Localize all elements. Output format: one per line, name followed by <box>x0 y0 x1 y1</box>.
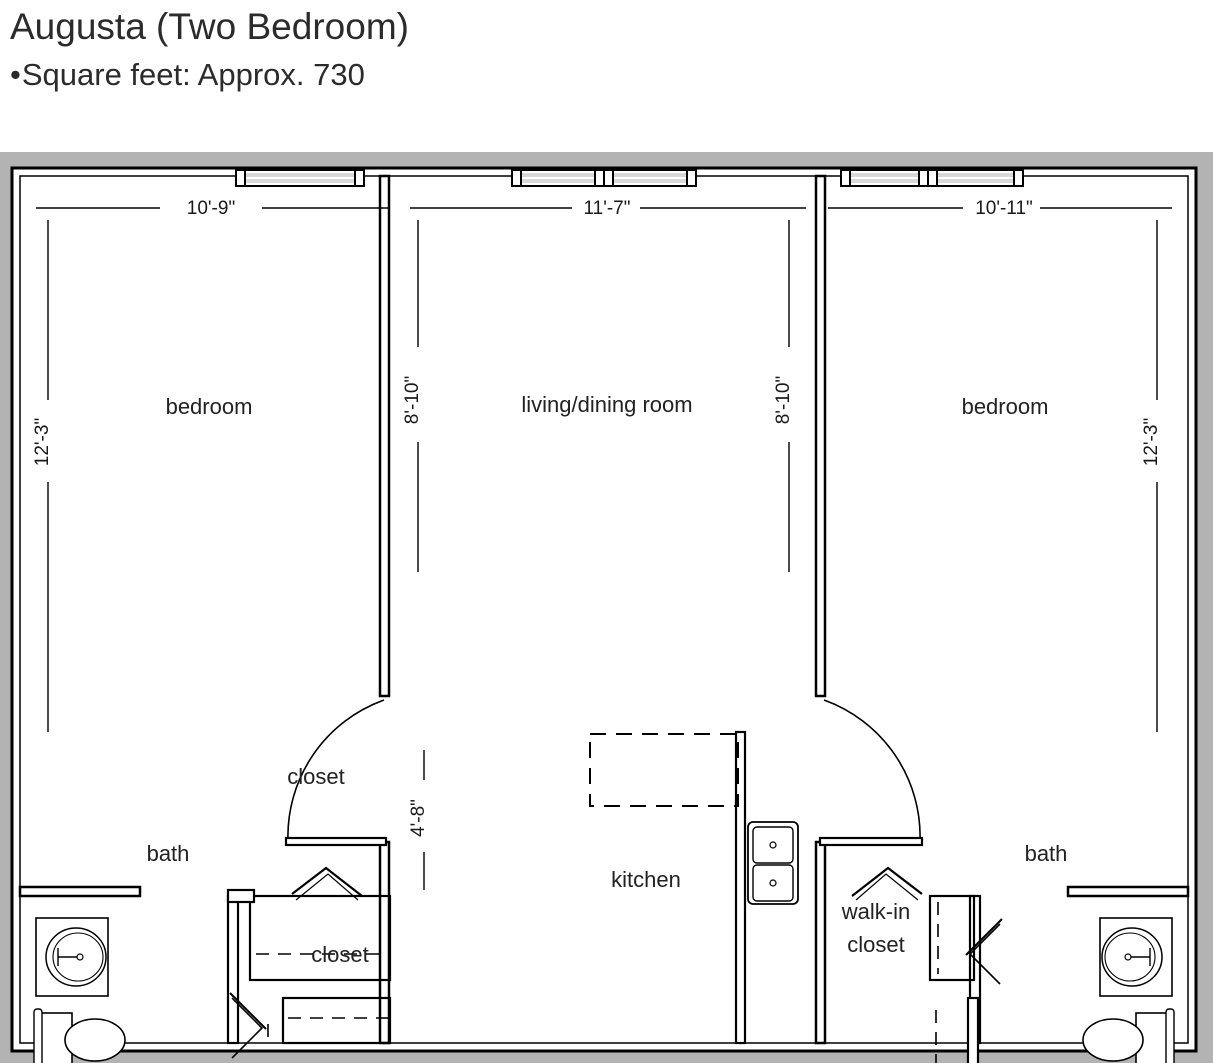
wall-bath-left-east <box>226 894 240 1045</box>
floor-plan-drawing: 10'-9" 11'-7" 10'-11" 12'-3" 8'- <box>0 152 1213 1063</box>
page-header: Augusta (Two Bedroom) •Square feet: Appr… <box>0 0 1213 150</box>
dimension-living-left-depth: 8'-10" <box>402 220 423 572</box>
wall-kitchen-east <box>734 730 747 1045</box>
room-label-living-dining: living/dining room <box>521 392 692 417</box>
bifold-door-closet-upper-right <box>851 866 923 901</box>
walk-in-closet-walls <box>928 894 976 1063</box>
window-top-left <box>235 169 365 187</box>
dimension-bedroom-right-width: 10'-11" <box>828 198 1172 219</box>
pantry-dashed-outline <box>589 733 739 807</box>
closet-upper-left-walls <box>248 894 392 982</box>
door-right-bedroom <box>818 699 924 847</box>
dimension-label: 10'-9" <box>187 198 235 219</box>
dimension-label: 11'-7" <box>584 198 631 219</box>
window-top-right-b <box>927 169 1024 187</box>
page-title: Augusta (Two Bedroom) <box>10 6 409 47</box>
window-top-right-a <box>840 169 929 187</box>
room-label-bath-right: bath <box>1025 841 1068 866</box>
dimension-bedroom-left-depth: 12'-3" <box>32 220 53 732</box>
door-bath-left <box>229 992 267 1059</box>
window-top-center-a <box>511 169 605 187</box>
dimension-label: 4'-8" <box>408 799 429 837</box>
door-bath-right <box>965 918 1003 985</box>
bifold-door-closet-upper-left <box>291 866 363 901</box>
door-left-bedroom <box>284 699 388 847</box>
window-top-center-b <box>603 169 697 187</box>
toilet-bath-right <box>1082 1008 1175 1063</box>
square-feet-line: •Square feet: Approx. 730 <box>10 53 1213 97</box>
double-sink-kitchen <box>747 821 799 905</box>
room-label-kitchen: kitchen <box>611 867 681 892</box>
room-label-closet-upper-left: closet <box>287 764 344 789</box>
wall-right-bedroom-west-lower <box>814 840 827 1045</box>
sink-bath-right <box>1099 917 1173 997</box>
bullet-glyph: • <box>10 57 21 92</box>
dimension-living-right-depth: 8'-10" <box>773 220 794 572</box>
room-label-walkin-line1: walk-in <box>841 899 910 924</box>
wall-right-bedroom-south <box>1066 885 1190 898</box>
wall-right-bedroom-west-upper <box>814 174 827 698</box>
dimension-closet-depth: 4'-8" <box>408 750 429 890</box>
closet-lower-left-walls <box>267 996 392 1045</box>
dimension-label: 8'-10" <box>773 376 794 424</box>
room-label-closet-lower-left: closet <box>311 942 368 967</box>
dimension-label: 12'-3" <box>1141 418 1162 466</box>
floor-plan-svg: 10'-9" 11'-7" 10'-11" 12'-3" 8'- <box>0 152 1213 1063</box>
dimension-bedroom-left-width: 10'-9" <box>36 198 388 219</box>
room-label-bedroom-right: bedroom <box>962 394 1049 419</box>
wall-left-bedroom-south <box>18 885 142 898</box>
room-label-bath-left: bath <box>147 841 190 866</box>
dimension-label: 10'-11" <box>975 198 1033 219</box>
dimension-living-width: 11'-7" <box>410 198 806 219</box>
dimension-label: 8'-10" <box>402 376 423 424</box>
wall-jog-left-a <box>226 888 256 904</box>
room-label-walkin-line2: closet <box>847 932 904 957</box>
building-inner-wall <box>19 175 1189 1044</box>
dimension-label: 12'-3" <box>32 418 53 466</box>
sink-bath-left <box>35 917 109 997</box>
wall-left-bedroom-east-lower <box>378 840 391 1045</box>
dimension-bedroom-right-depth: 12'-3" <box>1141 220 1162 732</box>
toilet-bath-left <box>33 1008 126 1063</box>
square-feet-text: Square feet: Approx. 730 <box>21 57 365 92</box>
room-label-bedroom-left: bedroom <box>166 394 253 419</box>
wall-walkin-east <box>966 996 980 1063</box>
wall-left-bedroom-east-upper <box>378 174 391 698</box>
